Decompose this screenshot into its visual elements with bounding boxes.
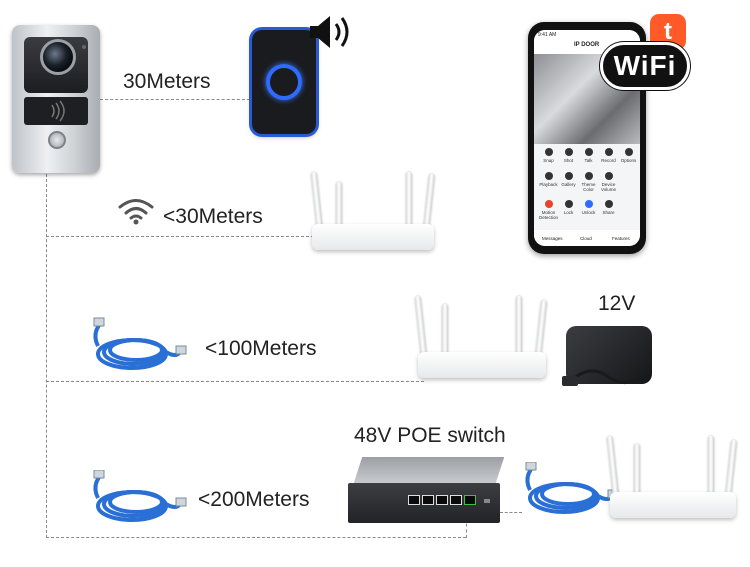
grid-item-label: Lock	[563, 210, 574, 215]
call-button	[48, 131, 66, 149]
line-doorbell-trunk	[46, 174, 47, 538]
chevron-icon	[624, 148, 633, 156]
router-body	[610, 492, 736, 518]
router-antenna	[414, 295, 428, 361]
speaker-volume-icon	[310, 16, 349, 48]
motion-icon	[544, 200, 553, 208]
poe-switch-label: 48V POE switch	[354, 424, 506, 447]
line-switch-right	[500, 512, 522, 513]
grid-item-label: Motion Detection	[538, 210, 558, 220]
camera-lens-icon	[40, 39, 76, 75]
router-antenna	[442, 304, 448, 360]
grid-item-label: Snap	[543, 158, 554, 163]
switch-status-led	[484, 499, 490, 503]
router-cable-distance-label: <100Meters	[205, 337, 317, 360]
router-antenna	[708, 436, 714, 500]
indoor-chime	[252, 30, 316, 134]
router-body	[312, 224, 434, 250]
switch-cable-distance-label: <200Meters	[198, 488, 310, 511]
record-icon	[604, 148, 613, 156]
ethernet-port	[450, 495, 462, 505]
app-title: IP DOOR	[574, 42, 600, 48]
grid-item-label: Record	[601, 158, 616, 163]
palette-icon	[584, 172, 593, 180]
switch-top-panel	[353, 457, 505, 483]
network-cable-coil-1	[93, 317, 187, 370]
wifi-signal-icon	[118, 199, 154, 225]
power-voltage-label: 12V	[598, 292, 636, 315]
volume-icon	[604, 172, 613, 180]
router-body	[418, 352, 546, 378]
poe-switch	[348, 457, 505, 523]
ethernet-port	[436, 495, 448, 505]
router-antenna	[634, 444, 640, 500]
lock-icon	[564, 200, 573, 208]
gallery-icon	[564, 172, 573, 180]
chime-ring-light	[266, 64, 302, 100]
network-cable-coil-2	[93, 470, 187, 522]
router-antenna	[406, 172, 412, 234]
grid-item-label: Share	[602, 210, 615, 215]
grid-item-label: Playback	[539, 182, 558, 187]
grid-item-label: Options	[620, 158, 637, 163]
ethernet-port	[422, 495, 434, 505]
status-time: 9:41 AM	[538, 32, 557, 38]
wifi-router-1	[308, 168, 438, 258]
grid-item-label: Unlock	[581, 210, 596, 215]
router-antenna	[516, 296, 522, 360]
switch-front-panel	[348, 483, 500, 523]
video-doorbell	[12, 25, 100, 173]
line-cable-switch	[46, 537, 466, 538]
rfid-icon	[51, 100, 65, 122]
camera-icon	[564, 148, 573, 156]
grid-item-label: Gallery	[561, 182, 576, 187]
ethernet-port	[408, 495, 420, 505]
wifi-distance-label: <30Meters	[163, 205, 263, 228]
nav-cloud: Cloud	[580, 236, 592, 241]
share-icon	[604, 200, 613, 208]
chime-distance-label: 30Meters	[123, 70, 211, 93]
card-reader-panel	[24, 97, 88, 125]
wifi-router-2	[412, 292, 552, 384]
snap-icon	[544, 148, 553, 156]
phone-icon	[584, 148, 593, 156]
grid-item-label: Talk	[584, 158, 593, 163]
playback-icon	[544, 172, 553, 180]
grid-item-label: Shot	[563, 158, 574, 163]
indicator-led	[82, 45, 86, 49]
nav-messages: Messages	[542, 236, 563, 241]
line-doorbell-chime	[100, 99, 250, 100]
grid-item-label: Theme Color	[581, 182, 596, 192]
grid-item-label: Device Volume	[600, 182, 616, 192]
router-antenna	[606, 435, 620, 501]
line-switch-down	[466, 518, 467, 538]
network-cable-coil-3	[525, 462, 619, 514]
wifi-logo-badge: WiFi	[600, 42, 690, 90]
unlock-icon	[584, 200, 593, 208]
line-wifi-router	[46, 236, 314, 237]
router-antenna	[336, 182, 342, 236]
adapter-cable-icon	[562, 369, 643, 386]
wifi-router-3	[604, 432, 742, 524]
uplink-port	[464, 495, 476, 505]
nav-features: Features	[612, 236, 630, 241]
line-cable-router	[46, 381, 424, 382]
bottom-nav: Messages Cloud Features	[534, 230, 640, 246]
